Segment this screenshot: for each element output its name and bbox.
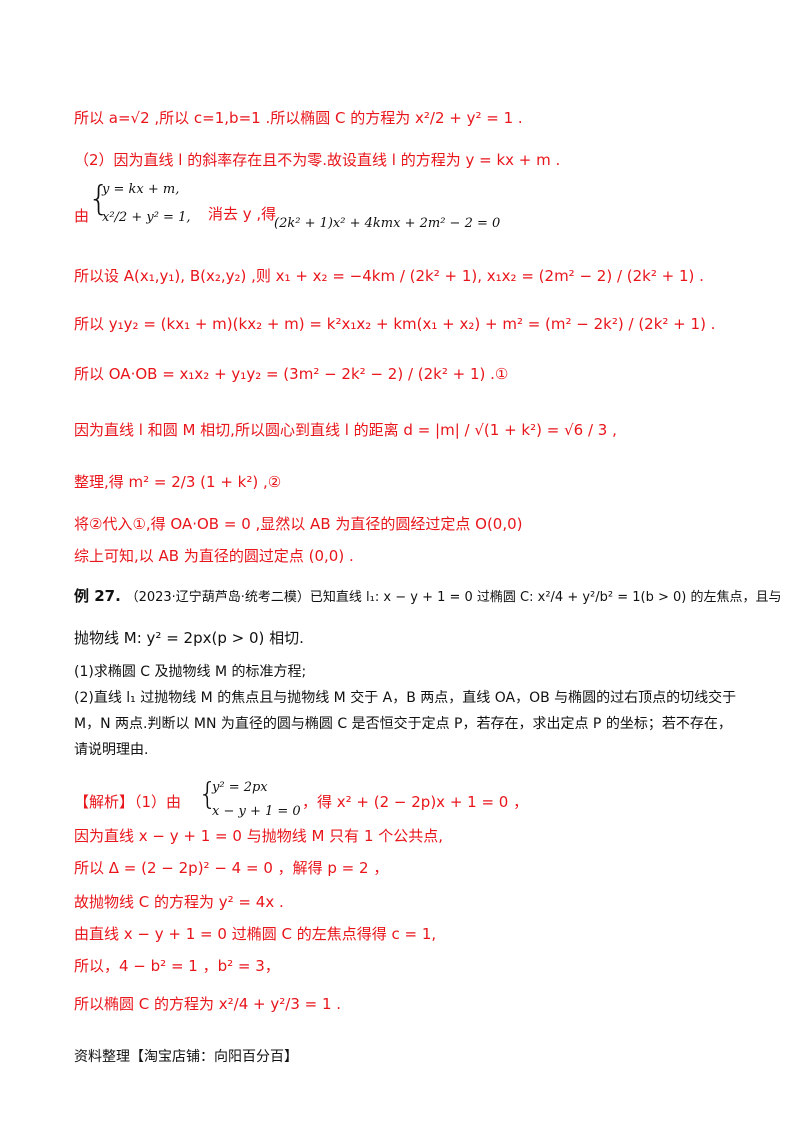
solution-line-5: 所以 y₁y₂ = (kx₁ + m)(kx₂ + m) = k²x₁x₂ + … xyxy=(74,315,716,333)
quadratic-eq: (2k² + 1)x² + 4kmx + 2m² − 2 = 0 xyxy=(274,216,501,231)
system-brace-2: { xyxy=(198,777,218,812)
question-2c: 请说明理由. xyxy=(74,742,149,758)
solution-line-7: 因为直线 l 和圆 M 相切,所以圆心到直线 l 的距离 d = |m| / √… xyxy=(74,421,617,439)
example-label: 例 27. xyxy=(74,587,121,605)
example-text: （2023·辽宁葫芦岛·统考二模）已知直线 l₁: x − y + 1 = 0 … xyxy=(125,590,782,605)
solution-line-1: 所以 a=√2 ,所以 c=1,b=1 .所以椭圆 C 的方程为 x²/2 + … xyxy=(74,109,523,127)
system2-eq-2: x − y + 1 = 0 xyxy=(212,804,301,819)
solution-part1-line3: 所以 Δ = (2 − 2p)² − 4 = 0 ，解得 p = 2 ， xyxy=(74,859,389,877)
analysis-label: 【解析】（1）由 xyxy=(74,793,182,811)
solution-part1-line4: 故抛物线 C 的方程为 y² = 4x . xyxy=(74,893,284,911)
system-eq-2: x²/2 + y² = 1, xyxy=(102,210,191,225)
system-eq-1: y = kx + m, xyxy=(102,182,180,197)
example-header: 例 27. （2023·辽宁葫芦岛·统考二模）已知直线 l₁: x − y + … xyxy=(74,586,782,608)
solution-part1-line7: 所以椭圆 C 的方程为 x²/4 + y²/3 = 1 . xyxy=(74,995,342,1013)
solution-line-4: 所以设 A(x₁,y₁), B(x₂,y₂) ,则 x₁ + x₂ = −4km… xyxy=(74,267,704,285)
label-you: 由 xyxy=(74,207,90,225)
solution-line-10: 综上可知,以 AB 为直径的圆过定点 (0,0) . xyxy=(74,547,354,565)
solution-derivation: ，得 x² + (2 − 2p)x + 1 = 0 ， xyxy=(302,793,529,811)
system2-eq-1: y² = 2px xyxy=(212,780,268,795)
footer-source: 资料整理【淘宝店铺：向阳百分百】 xyxy=(74,1049,298,1065)
question-2b: M，N 两点.判断以 MN 为直径的圆与椭圆 C 是否恒交于定点 P，若存在，求… xyxy=(74,716,732,732)
example-text-2: 抛物线 M: y² = 2px(p > 0) 相切. xyxy=(74,629,304,647)
solution-line-6: 所以 OA·OB = x₁x₂ + y₁y₂ = (3m² − 2k² − 2)… xyxy=(74,365,509,383)
system-brace: { xyxy=(88,179,110,219)
solution-part1-line5: 由直线 x − y + 1 = 0 过椭圆 C 的左焦点得得 c = 1, xyxy=(74,925,437,943)
solution-part1-line6: 所以，4 − b² = 1 ，b² = 3， xyxy=(74,957,280,975)
solution-line-9: 将②代入①,得 OA·OB = 0 ,显然以 AB 为直径的圆经过定点 O(0,… xyxy=(74,515,523,533)
solution-line-2: （2）因为直线 l 的斜率存在且不为零.故设直线 l 的方程为 y = kx +… xyxy=(74,151,561,169)
question-1: (1)求椭圆 C 及抛物线 M 的标准方程; xyxy=(74,664,307,680)
eliminate-text: 消去 y ,得 xyxy=(208,205,277,223)
solution-part1-line2: 因为直线 x − y + 1 = 0 与抛物线 M 只有 1 个公共点, xyxy=(74,827,444,845)
question-2a: (2)直线 l₁ 过抛物线 M 的焦点且与抛物线 M 交于 A，B 两点，直线 … xyxy=(74,690,737,706)
solution-line-8: 整理,得 m² = 2/3 (1 + k²) ,② xyxy=(74,473,282,491)
